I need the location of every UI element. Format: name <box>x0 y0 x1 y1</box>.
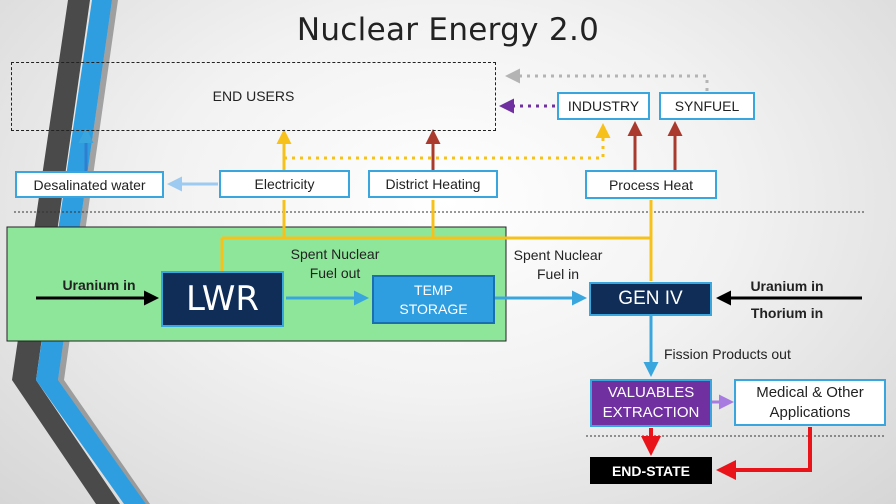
uranium-in-left-label: Uranium in <box>62 277 136 293</box>
end-state-box: END-STATE <box>590 457 712 484</box>
thorium-in-label: Thorium in <box>750 305 824 321</box>
district-heating-label: District Heating <box>385 176 481 192</box>
desalinated-water-box: Desalinated water <box>15 171 164 198</box>
red-flows <box>425 121 683 172</box>
end-users-label: END USERS <box>212 88 295 104</box>
medical-line1: Medical & Other <box>756 383 864 401</box>
medical-to-endstate-arrow <box>716 427 812 480</box>
spent-fuel-in-line1: Spent Nuclear <box>513 247 603 263</box>
electricity-label: Electricity <box>254 176 315 192</box>
district-heating-box: District Heating <box>368 170 498 198</box>
synfuel-box: SYNFUEL <box>659 92 755 120</box>
valuables-extraction-box: VALUABLES EXTRACTION <box>590 379 712 427</box>
medical-applications-box: Medical & Other Applications <box>734 379 886 426</box>
fission-products-out-label: Fission Products out <box>664 346 791 362</box>
temp-storage-box: TEMP STORAGE <box>372 275 495 324</box>
gen-iv-label: GEN IV <box>618 288 683 309</box>
process-heat-label: Process Heat <box>608 176 694 193</box>
uranium-in-right-label: Uranium in <box>750 278 824 294</box>
temp-storage-line1: TEMP <box>414 281 453 298</box>
spent-fuel-out-label: Spent Nuclear Fuel out <box>272 245 398 283</box>
industry-box: INDUSTRY <box>557 92 650 120</box>
heat-to-industry-dotted <box>284 123 611 160</box>
valuables-line2: EXTRACTION <box>602 404 700 421</box>
gen-iv-box: GEN IV <box>589 282 712 316</box>
page-title: Nuclear Energy 2.0 <box>296 12 600 48</box>
industry-label: INDUSTRY <box>567 98 640 114</box>
electricity-box: Electricity <box>219 170 350 198</box>
desalinated-water-label: Desalinated water <box>33 176 146 193</box>
heat-network <box>220 129 653 281</box>
medical-line2: Applications <box>769 403 851 421</box>
spent-fuel-in-line2: Fuel in <box>536 266 580 282</box>
process-heat-box: Process Heat <box>585 170 717 199</box>
end-state-label: END-STATE <box>611 462 691 479</box>
temp-storage-line2: STORAGE <box>399 300 468 317</box>
valuables-line1: VALUABLES <box>607 384 695 401</box>
spent-fuel-out-line2: Fuel out <box>309 265 361 281</box>
end-users-box: END USERS <box>11 62 496 131</box>
synfuel-to-endusers <box>505 68 709 91</box>
spent-fuel-in-label: Spent Nuclear Fuel in <box>500 246 616 284</box>
spent-fuel-out-line1: Spent Nuclear <box>290 246 380 262</box>
lwr-label: LWR <box>185 279 260 319</box>
lwr-box: LWR <box>161 271 284 327</box>
synfuel-label: SYNFUEL <box>674 98 740 114</box>
